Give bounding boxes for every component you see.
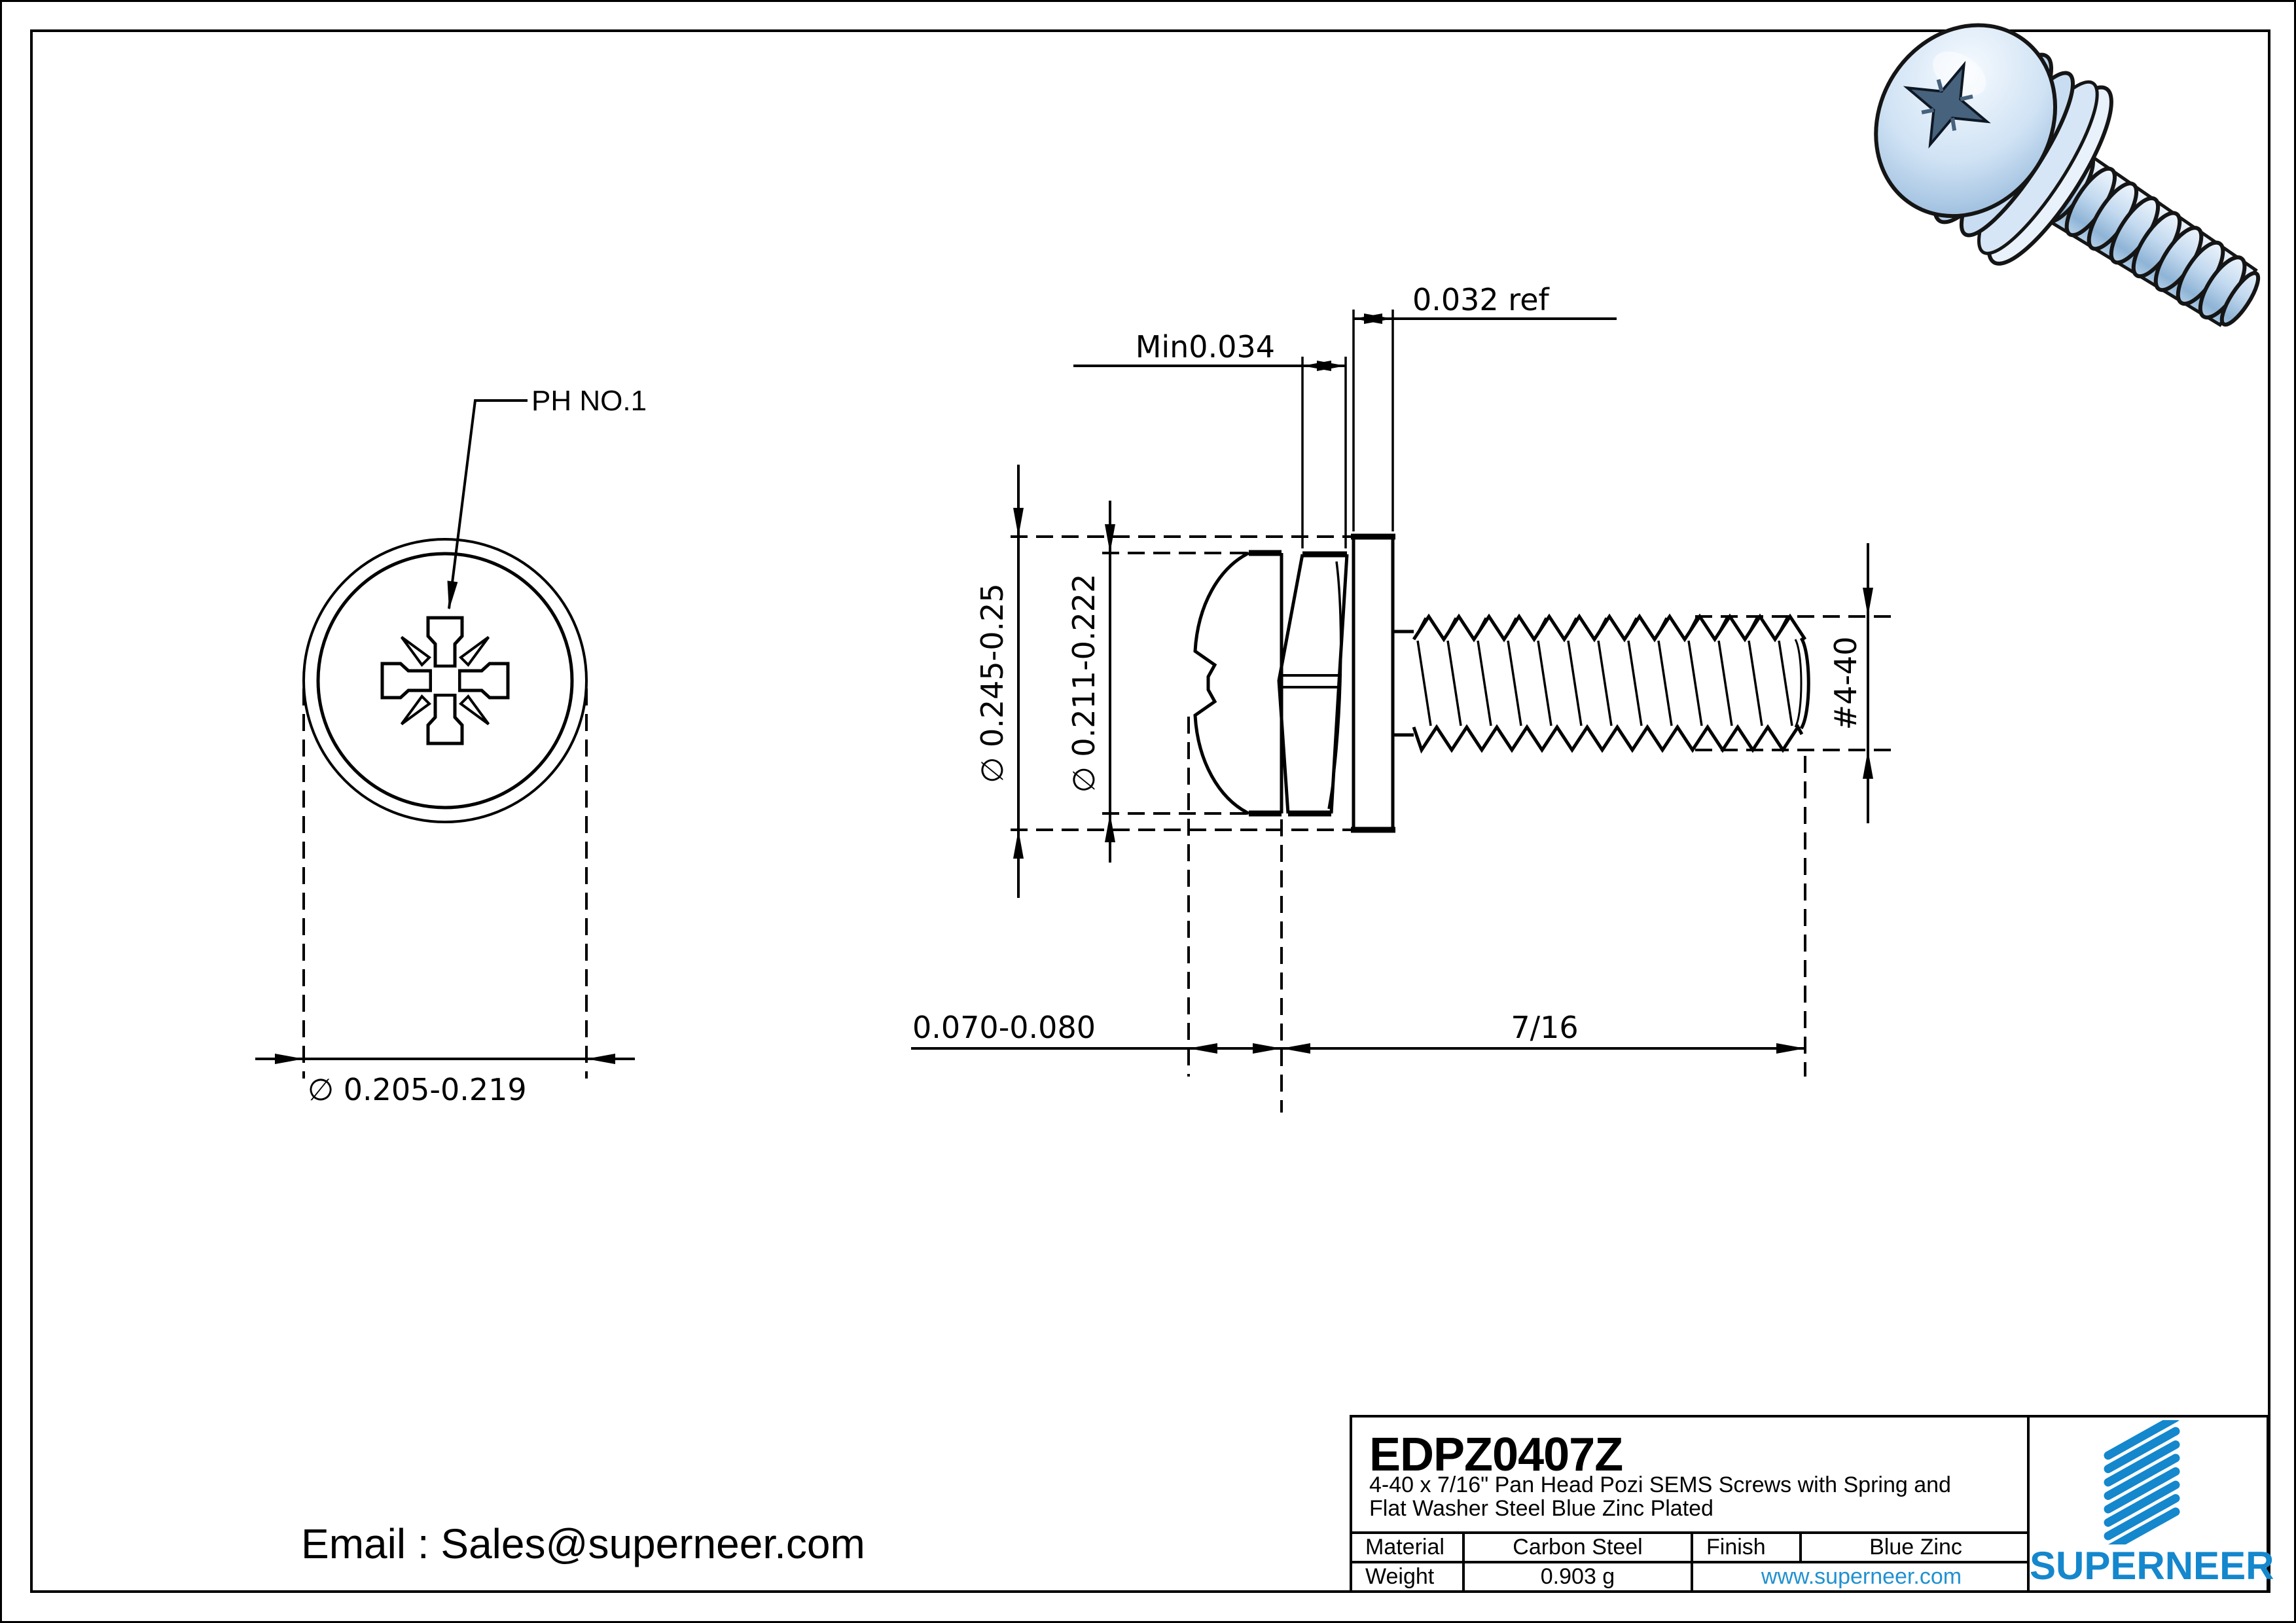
brand-logo-cell: SUPERNEER [2027,1418,2274,1590]
website-link[interactable]: www.superneer.com [1761,1564,1962,1589]
spring-thickness-text: Min0.034 [1136,329,1275,365]
screw-tip-3d [2219,271,2261,327]
part-number: EDPZ0407Z [1369,1429,1623,1481]
finish-value: Blue Zinc [1799,1534,2030,1561]
washer-od-dimension [1011,465,1351,898]
dim-arrow [275,1054,304,1064]
weight-label: Weight [1365,1564,1435,1589]
drawing-frame [30,29,2270,1593]
pozi-recess [380,616,510,745]
thread-profile [1393,613,1810,754]
brand-stripes-icon [2104,1420,2180,1544]
title-block: EDPZ0407Z 4-40 x 7/16" Pan Head Pozi SEM… [1350,1415,2274,1593]
thread-size-dimension [1695,543,1892,823]
dim-arrow [586,1054,615,1064]
thread-spec-text: #4-40 [1828,637,1863,730]
material-value: Carbon Steel [1462,1534,1691,1561]
brand-name: SUPERNEER [2030,1544,2274,1588]
screw-length-text: 7/16 [1511,1010,1578,1045]
material-finish-row: Material Carbon Steel Finish Blue Zinc [1352,1531,2030,1561]
head-height-text: 0.070-0.080 [912,1010,1096,1045]
finish-label: Finish [1691,1534,1799,1561]
contact-email: Email : Sales@superneer.com [301,1520,865,1567]
front-head-diameter-text: ∅ 0.205-0.219 [308,1072,527,1107]
pan-head-profile [1193,550,1283,817]
weight-row: Weight 0.903 g www.superneer.com [1352,1561,2030,1590]
head-od-text: ∅ 0.211-0.222 [1066,574,1102,793]
front-view [255,399,635,1079]
flat-washer-profile [1351,533,1395,833]
flat-washer-thickness-text: 0.032 ref [1412,282,1551,317]
spring-thickness-dimension [1073,357,1347,548]
head-od-dimension [1102,501,1247,863]
description-line2: Flat Washer Steel Blue Zinc Plated [1369,1496,1713,1521]
weight-value: 0.903 g [1462,1563,1691,1590]
pozi-recess-3d [1903,60,1991,149]
title-block-text-area: EDPZ0407Z 4-40 x 7/16" Pan Head Pozi SEM… [1352,1418,2030,1590]
side-view [911,310,1892,1113]
thread-end-chamfer [1799,637,1810,730]
material-label: Material [1365,1535,1444,1560]
spring-washer-profile [1277,551,1349,817]
washer-od-text: ∅ 0.245-0.25 [975,583,1010,783]
recess-leader-line [448,399,528,609]
leader-arrow [444,580,458,611]
screw-3d-render [1874,23,2261,327]
recess-label: PH NO.1 [531,385,647,417]
head-inner-circle [316,552,574,810]
website-cell: www.superneer.com [1691,1563,2030,1590]
description-line1: 4-40 x 7/16" Pan Head Pozi SEMS Screws w… [1369,1472,1951,1497]
head-outer-circle [302,538,588,823]
length-dimensions [911,717,1806,1113]
flat-washer-thickness-dimension [1352,310,1617,531]
